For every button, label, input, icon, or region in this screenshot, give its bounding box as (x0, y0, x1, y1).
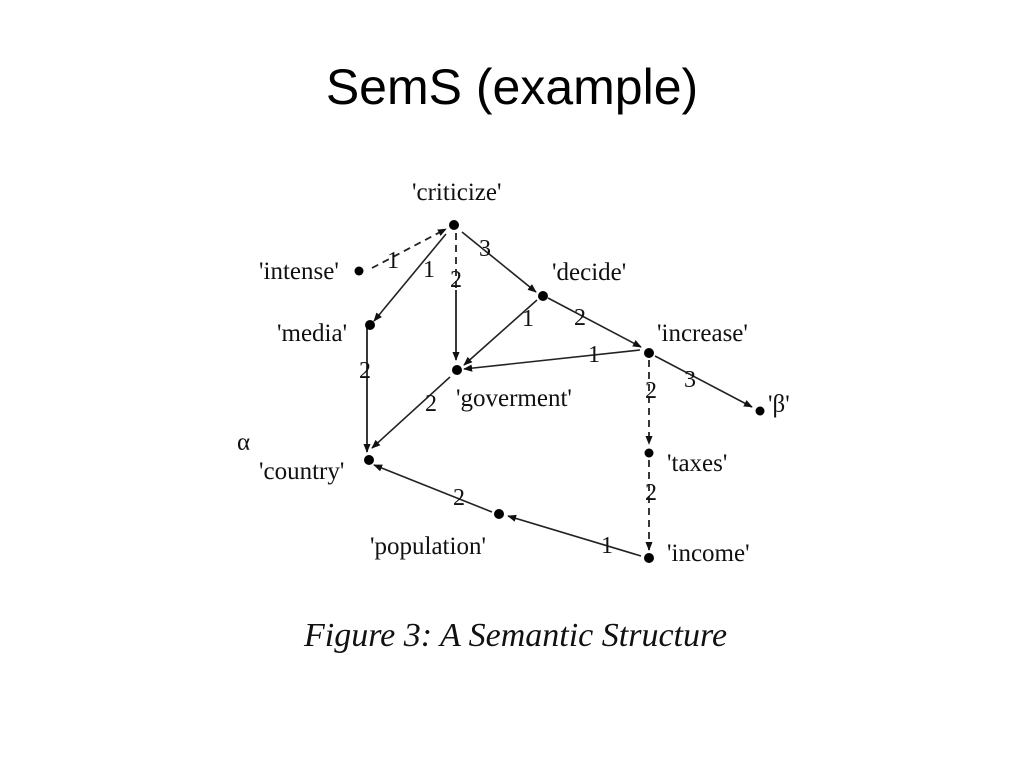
node-increase (644, 348, 654, 358)
edge-goverment-country (371, 376, 451, 449)
label-income: 'income' (667, 540, 750, 567)
label-criticize: 'criticize' (412, 179, 502, 206)
slide-title: SemS (example) (325, 59, 699, 115)
edge-label-criticize-goverment: 2 (450, 267, 462, 293)
figure-caption: Figure 3: A Semantic Structure (303, 617, 727, 654)
label-intense: 'intense' (259, 258, 339, 285)
node-intense (354, 266, 364, 276)
node-criticize (449, 220, 459, 230)
edge-intense-criticize (371, 228, 447, 269)
edge-label-media-country: 2 (359, 358, 371, 384)
label-taxes: 'taxes' (667, 450, 727, 477)
edge-label-taxes-income: 2 (645, 480, 657, 506)
node-population (494, 509, 504, 519)
node-decide (538, 291, 548, 301)
node-country (364, 455, 374, 465)
edge-income-population (507, 514, 642, 557)
edge-label-decide-increase: 2 (574, 305, 586, 331)
edge-label-intense-criticize: 1 (387, 248, 399, 274)
label-increase: 'increase' (657, 320, 748, 347)
edge-label-increase-goverment: 1 (588, 342, 600, 368)
label-decide: 'decide' (552, 259, 626, 286)
edge-label-goverment-country: 2 (425, 391, 437, 417)
node-media (365, 320, 375, 330)
node-beta (755, 406, 765, 416)
edge-population-country (373, 464, 493, 513)
edge-label-population-country: 2 (453, 485, 465, 511)
edge-increase-goverment (463, 349, 641, 372)
edge-increase-beta (654, 355, 753, 408)
label-beta: 'β' (768, 391, 790, 418)
node-goverment (452, 365, 462, 375)
edge-label-criticize-decide: 3 (479, 236, 491, 262)
label-population: 'population' (370, 533, 486, 560)
edge-label-decide-goverment: 1 (522, 306, 534, 332)
edge-label-increase-taxes: 2 (645, 378, 657, 404)
edge-criticize-media (373, 233, 447, 322)
label-alpha: α (237, 429, 250, 456)
label-media: 'media' (277, 320, 347, 347)
edge-label-increase-beta: 3 (684, 367, 696, 393)
edge-label-income-population: 1 (601, 533, 613, 559)
edge-label-criticize-media: 1 (423, 257, 435, 283)
edge-decide-goverment (463, 299, 538, 366)
label-goverment: 'goverment' (456, 385, 572, 412)
node-taxes (644, 448, 654, 458)
node-income (644, 553, 654, 563)
edge-decide-increase (547, 297, 642, 348)
edge-criticize-decide (461, 231, 537, 293)
label-country: 'country' (259, 458, 344, 485)
